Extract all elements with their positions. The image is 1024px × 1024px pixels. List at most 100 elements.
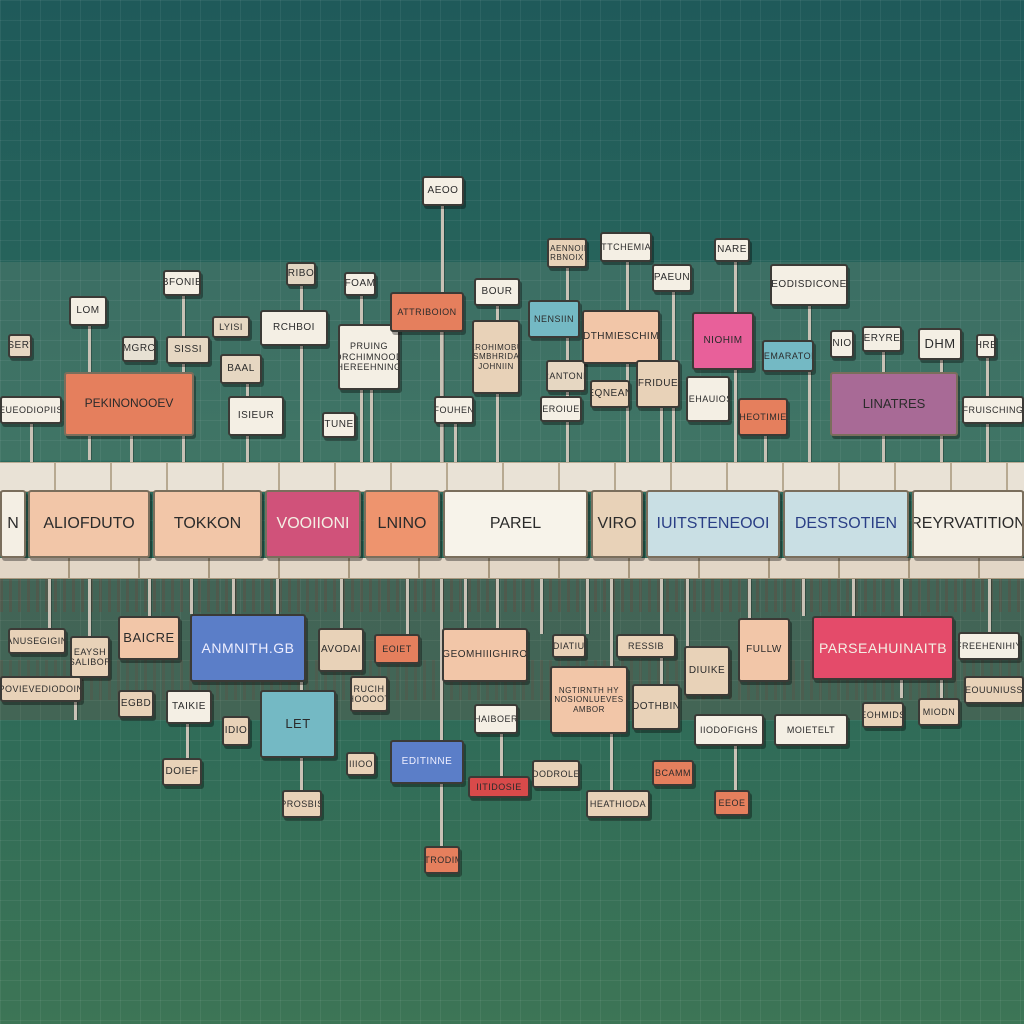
connector-line xyxy=(370,390,373,462)
lower-node: EEOE xyxy=(714,790,750,816)
main-node: ALIOFDUTO xyxy=(28,490,150,558)
upper-node: RIBO xyxy=(286,262,316,286)
upper-node: EUEODIOPIIS xyxy=(0,396,62,424)
connector-line xyxy=(586,578,589,634)
lower-node: DOIEF xyxy=(162,758,202,786)
upper-node: RAENNOIH RBNOIX xyxy=(547,238,587,268)
upper-node: EQNEAN xyxy=(590,380,630,408)
lower-node: DODROLE xyxy=(532,760,580,788)
upper-node: FOAM xyxy=(344,272,376,296)
main-node: VOOIIONI xyxy=(265,490,361,558)
lower-node: EONIIDIATIUUBEO xyxy=(552,634,586,658)
upper-node: LEHAUIOS xyxy=(686,376,730,422)
connector-line xyxy=(130,436,133,462)
connector-line xyxy=(440,578,443,846)
upper-node: DHM xyxy=(918,328,962,360)
upper-node: NENSIIN xyxy=(528,300,580,338)
lower-node: PARSEAHUINAITB xyxy=(812,616,954,680)
upper-node: LOM xyxy=(69,296,107,326)
upper-rail xyxy=(0,462,1024,492)
upper-node: TUNE xyxy=(322,412,356,438)
upper-node: HEMARATOM xyxy=(762,340,814,372)
main-node: REYRVATITION xyxy=(912,490,1024,558)
lower-node: GEOMHIIIGHIRO xyxy=(442,628,528,682)
upper-node: MGRC xyxy=(122,336,156,362)
upper-node: NEROHIMOBUS RSMBHRIDAS JOHNIIN xyxy=(472,320,520,394)
lower-node: IDIO xyxy=(222,716,250,746)
connector-line xyxy=(764,436,767,462)
lower-rail xyxy=(0,558,1024,579)
connector-line xyxy=(802,578,805,616)
lower-node: FREEHENIHIY xyxy=(958,632,1020,660)
lower-node: OOTHBIN xyxy=(632,684,680,730)
upper-node: NIOHIM xyxy=(692,312,754,370)
lower-node: DIUIKE xyxy=(684,646,730,696)
lower-node: EDITINNE xyxy=(390,740,464,784)
connector-line xyxy=(940,680,943,698)
connector-line xyxy=(660,578,663,684)
upper-node: FOUHEN xyxy=(434,396,474,424)
lower-node: LET xyxy=(260,690,336,758)
connector-line xyxy=(148,578,151,616)
upper-node: RCHBOI xyxy=(260,310,328,346)
connector-line xyxy=(30,424,33,462)
connector-line xyxy=(988,578,991,632)
upper-node: LYISI xyxy=(212,316,250,338)
upper-node: FRUISCHING xyxy=(962,396,1024,424)
upper-node: DTHMIESCHIM xyxy=(582,310,660,364)
upper-node: HRE xyxy=(976,334,996,358)
upper-node: ATTRIBOION xyxy=(390,292,464,332)
lower-node: EOIET xyxy=(374,634,420,664)
lower-node: IIIOO xyxy=(346,752,376,776)
connector-line xyxy=(88,578,91,636)
connector-line xyxy=(748,578,751,618)
main-node: N xyxy=(0,490,26,558)
upper-node: ATTCHEMIAL xyxy=(600,232,652,262)
upper-node: SISSI xyxy=(166,336,210,364)
connector-line xyxy=(808,306,811,462)
lower-node: IITIDOSIE xyxy=(468,776,530,798)
connector-line xyxy=(406,578,409,634)
connector-line xyxy=(660,408,663,462)
upper-node: PEKINONOOEV xyxy=(64,372,194,436)
connector-line xyxy=(340,578,343,628)
lower-node: PROSBIS xyxy=(282,790,322,818)
upper-node: RANTONE xyxy=(546,360,586,392)
main-node: PAREL xyxy=(443,490,588,558)
upper-node: ISIEUR xyxy=(228,396,284,436)
connector-line xyxy=(734,746,737,790)
upper-node: NIO xyxy=(830,330,854,358)
lower-node: BCAMM xyxy=(652,760,694,786)
connector-line xyxy=(540,578,543,634)
upper-node: LINATRES xyxy=(830,372,958,436)
connector-line xyxy=(454,424,457,462)
lower-node: ANUSEGIGIN xyxy=(8,628,66,654)
upper-node: ISERT xyxy=(8,334,32,358)
connector-line xyxy=(276,578,279,614)
connector-line xyxy=(232,578,235,616)
main-node: VIRO xyxy=(591,490,643,558)
lower-node: NGTIRNTH HY NOSIONLUEVES AMBOR xyxy=(550,666,628,734)
connector-line xyxy=(48,578,51,628)
connector-line xyxy=(496,578,499,628)
lower-node: HAIBOER xyxy=(474,704,518,734)
connector-line xyxy=(186,724,189,758)
connector-line xyxy=(686,578,689,646)
lower-node: RESSIB xyxy=(616,634,676,658)
lower-stripes-top xyxy=(0,578,1024,612)
upper-node: BAAL xyxy=(220,354,262,384)
lower-node: POVIEVEDIODOIN xyxy=(0,676,82,702)
upper-node: ERYRE xyxy=(862,326,902,352)
lower-node: EOHMIDS xyxy=(862,702,904,728)
upper-node: BOUR xyxy=(474,278,520,306)
lower-node: BAICRE xyxy=(118,616,180,660)
upper-node: PAEUN xyxy=(652,264,692,292)
lower-node: EGBD xyxy=(118,690,154,718)
lower-node: FULLW xyxy=(738,618,790,682)
main-node: IUITSTENEOOI xyxy=(646,490,780,558)
upper-node: EODISDICONE xyxy=(770,264,848,306)
lower-node: EOUUNIUSS xyxy=(964,676,1024,704)
lower-node: TAIKIE xyxy=(166,690,212,724)
top-node: AEOO xyxy=(422,176,464,206)
lower-node: AVODAI xyxy=(318,628,364,672)
